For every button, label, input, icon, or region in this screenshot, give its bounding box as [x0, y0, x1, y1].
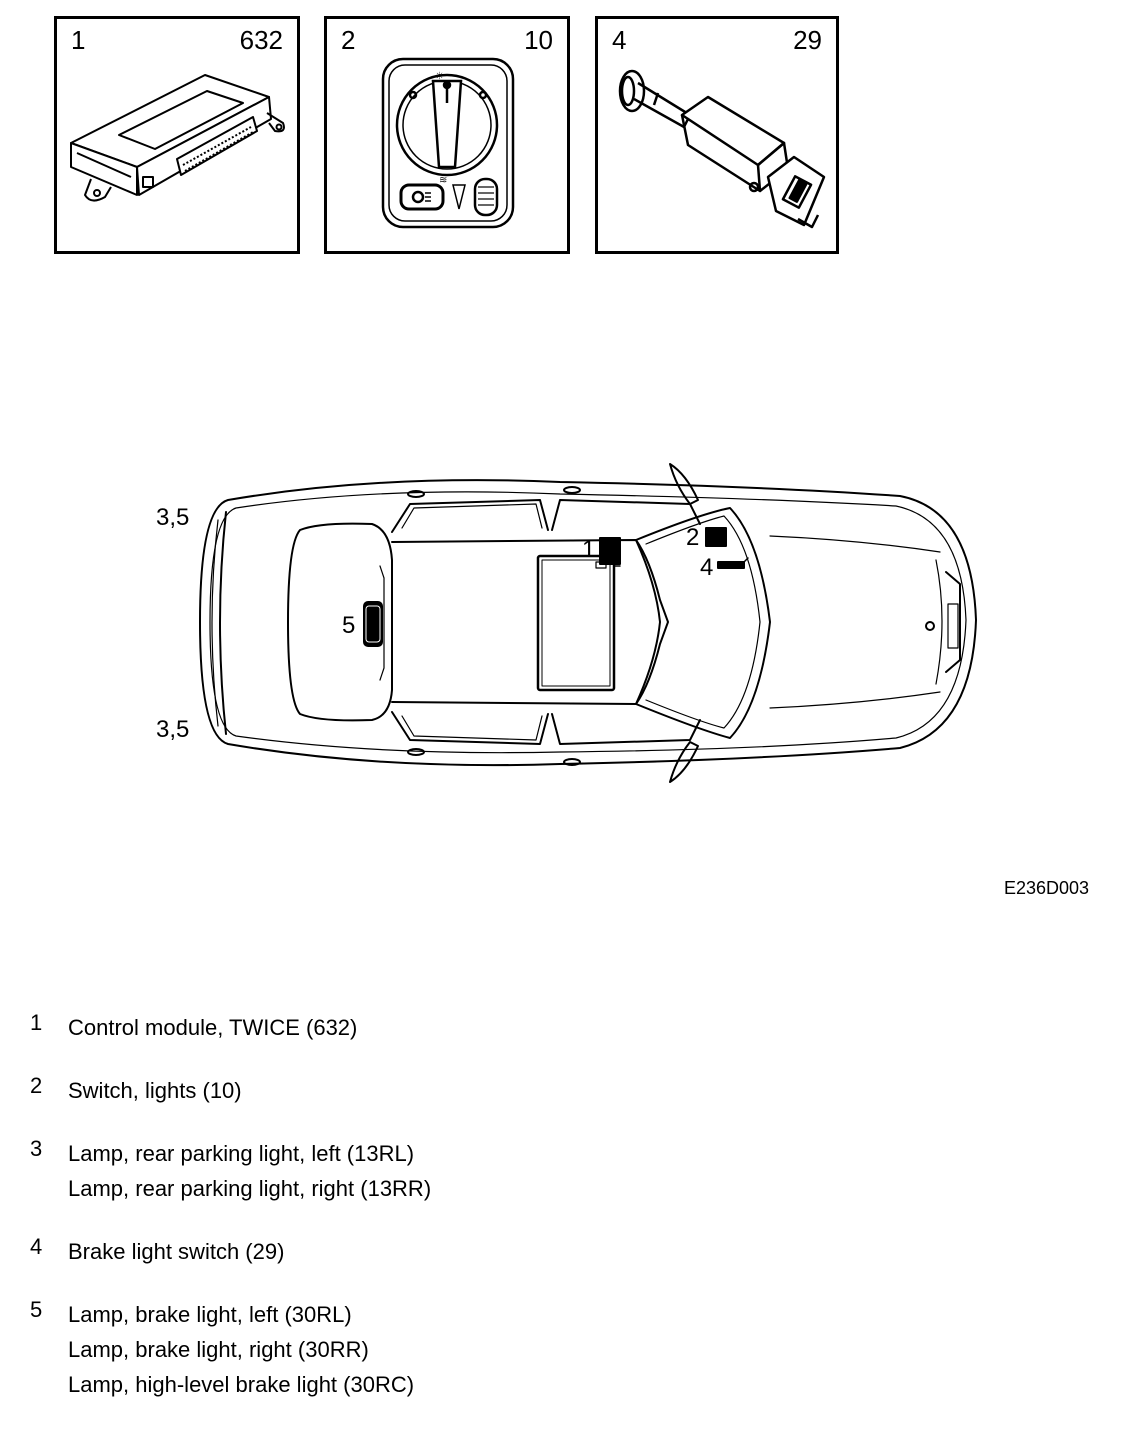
callout-brake-light: 5 [342, 612, 356, 639]
windscreen [635, 507, 771, 739]
legend-item: 5 Lamp, brake light, left (30RL) Lamp, b… [30, 1297, 730, 1402]
legend-item: 1 Control module, TWICE (632) [30, 1010, 730, 1045]
callout-light-switch: 2 [686, 524, 700, 551]
callout-brake-switch: 4 [700, 554, 714, 581]
panel-code: 10 [524, 25, 553, 55]
panel-code: 29 [793, 25, 822, 55]
control-module-drawing [70, 74, 285, 202]
legend-text: Control module, TWICE (632) [68, 1015, 358, 1040]
light-switch-marker [705, 527, 727, 547]
rear-window [287, 522, 393, 722]
figure-id: E236D003 [1004, 878, 1090, 898]
legend-text: Lamp, high-level brake light (30RC) [68, 1372, 415, 1397]
legend-text: Lamp, rear parking light, right (13RR) [68, 1176, 432, 1201]
control-module-marker [599, 537, 621, 565]
panel-code: 632 [239, 25, 283, 55]
component-panel-control-module: 1 632 [54, 16, 300, 254]
legend-text: Brake light switch (29) [68, 1239, 285, 1264]
car-top-view-diagram [199, 463, 977, 783]
brake-light-switch-drawing [618, 69, 826, 229]
callout-rear-lamps-top: 3,5 [156, 504, 190, 531]
roof-outline [391, 539, 669, 705]
legend-text: Lamp, rear parking light, left (13RL) [68, 1141, 415, 1166]
high-level-brake-light [363, 601, 383, 647]
car-body-outline [199, 479, 977, 767]
component-panel-brake-light-switch: 4 29 [595, 16, 839, 254]
legend-text: Switch, lights (10) [68, 1078, 242, 1103]
legend-number: 5 [30, 1297, 43, 1322]
legend-number: 1 [30, 1010, 43, 1035]
legend-number: 3 [30, 1136, 43, 1161]
sunroof [536, 554, 616, 692]
svg-text:☼: ☼ [435, 71, 444, 82]
legend-number: 2 [30, 1073, 43, 1098]
mirror-right [669, 741, 699, 783]
legend-item: 2 Switch, lights (10) [30, 1073, 730, 1108]
panel-number: 2 [341, 25, 356, 55]
callout-rear-lamps-bottom: 3,5 [156, 716, 190, 743]
component-panel-light-switch: 2 10 ☼ ≋ [324, 16, 570, 254]
component-legend: 1 Control module, TWICE (632) 2 Switch, … [30, 1010, 730, 1430]
legend-text: Lamp, brake light, right (30RR) [68, 1337, 369, 1362]
panel-number: 1 [71, 25, 86, 55]
brake-switch-marker [717, 561, 745, 569]
legend-number: 4 [30, 1234, 43, 1259]
legend-item: 3 Lamp, rear parking light, left (13RL) … [30, 1136, 730, 1206]
callout-control-module: 1 [582, 536, 596, 563]
light-switch-drawing: ☼ ≋ [381, 57, 515, 229]
legend-text: Lamp, brake light, left (30RL) [68, 1302, 352, 1327]
svg-text:≋: ≋ [439, 175, 447, 186]
legend-item: 4 Brake light switch (29) [30, 1234, 730, 1269]
panel-number: 4 [612, 25, 627, 55]
mirror-left [669, 463, 699, 505]
